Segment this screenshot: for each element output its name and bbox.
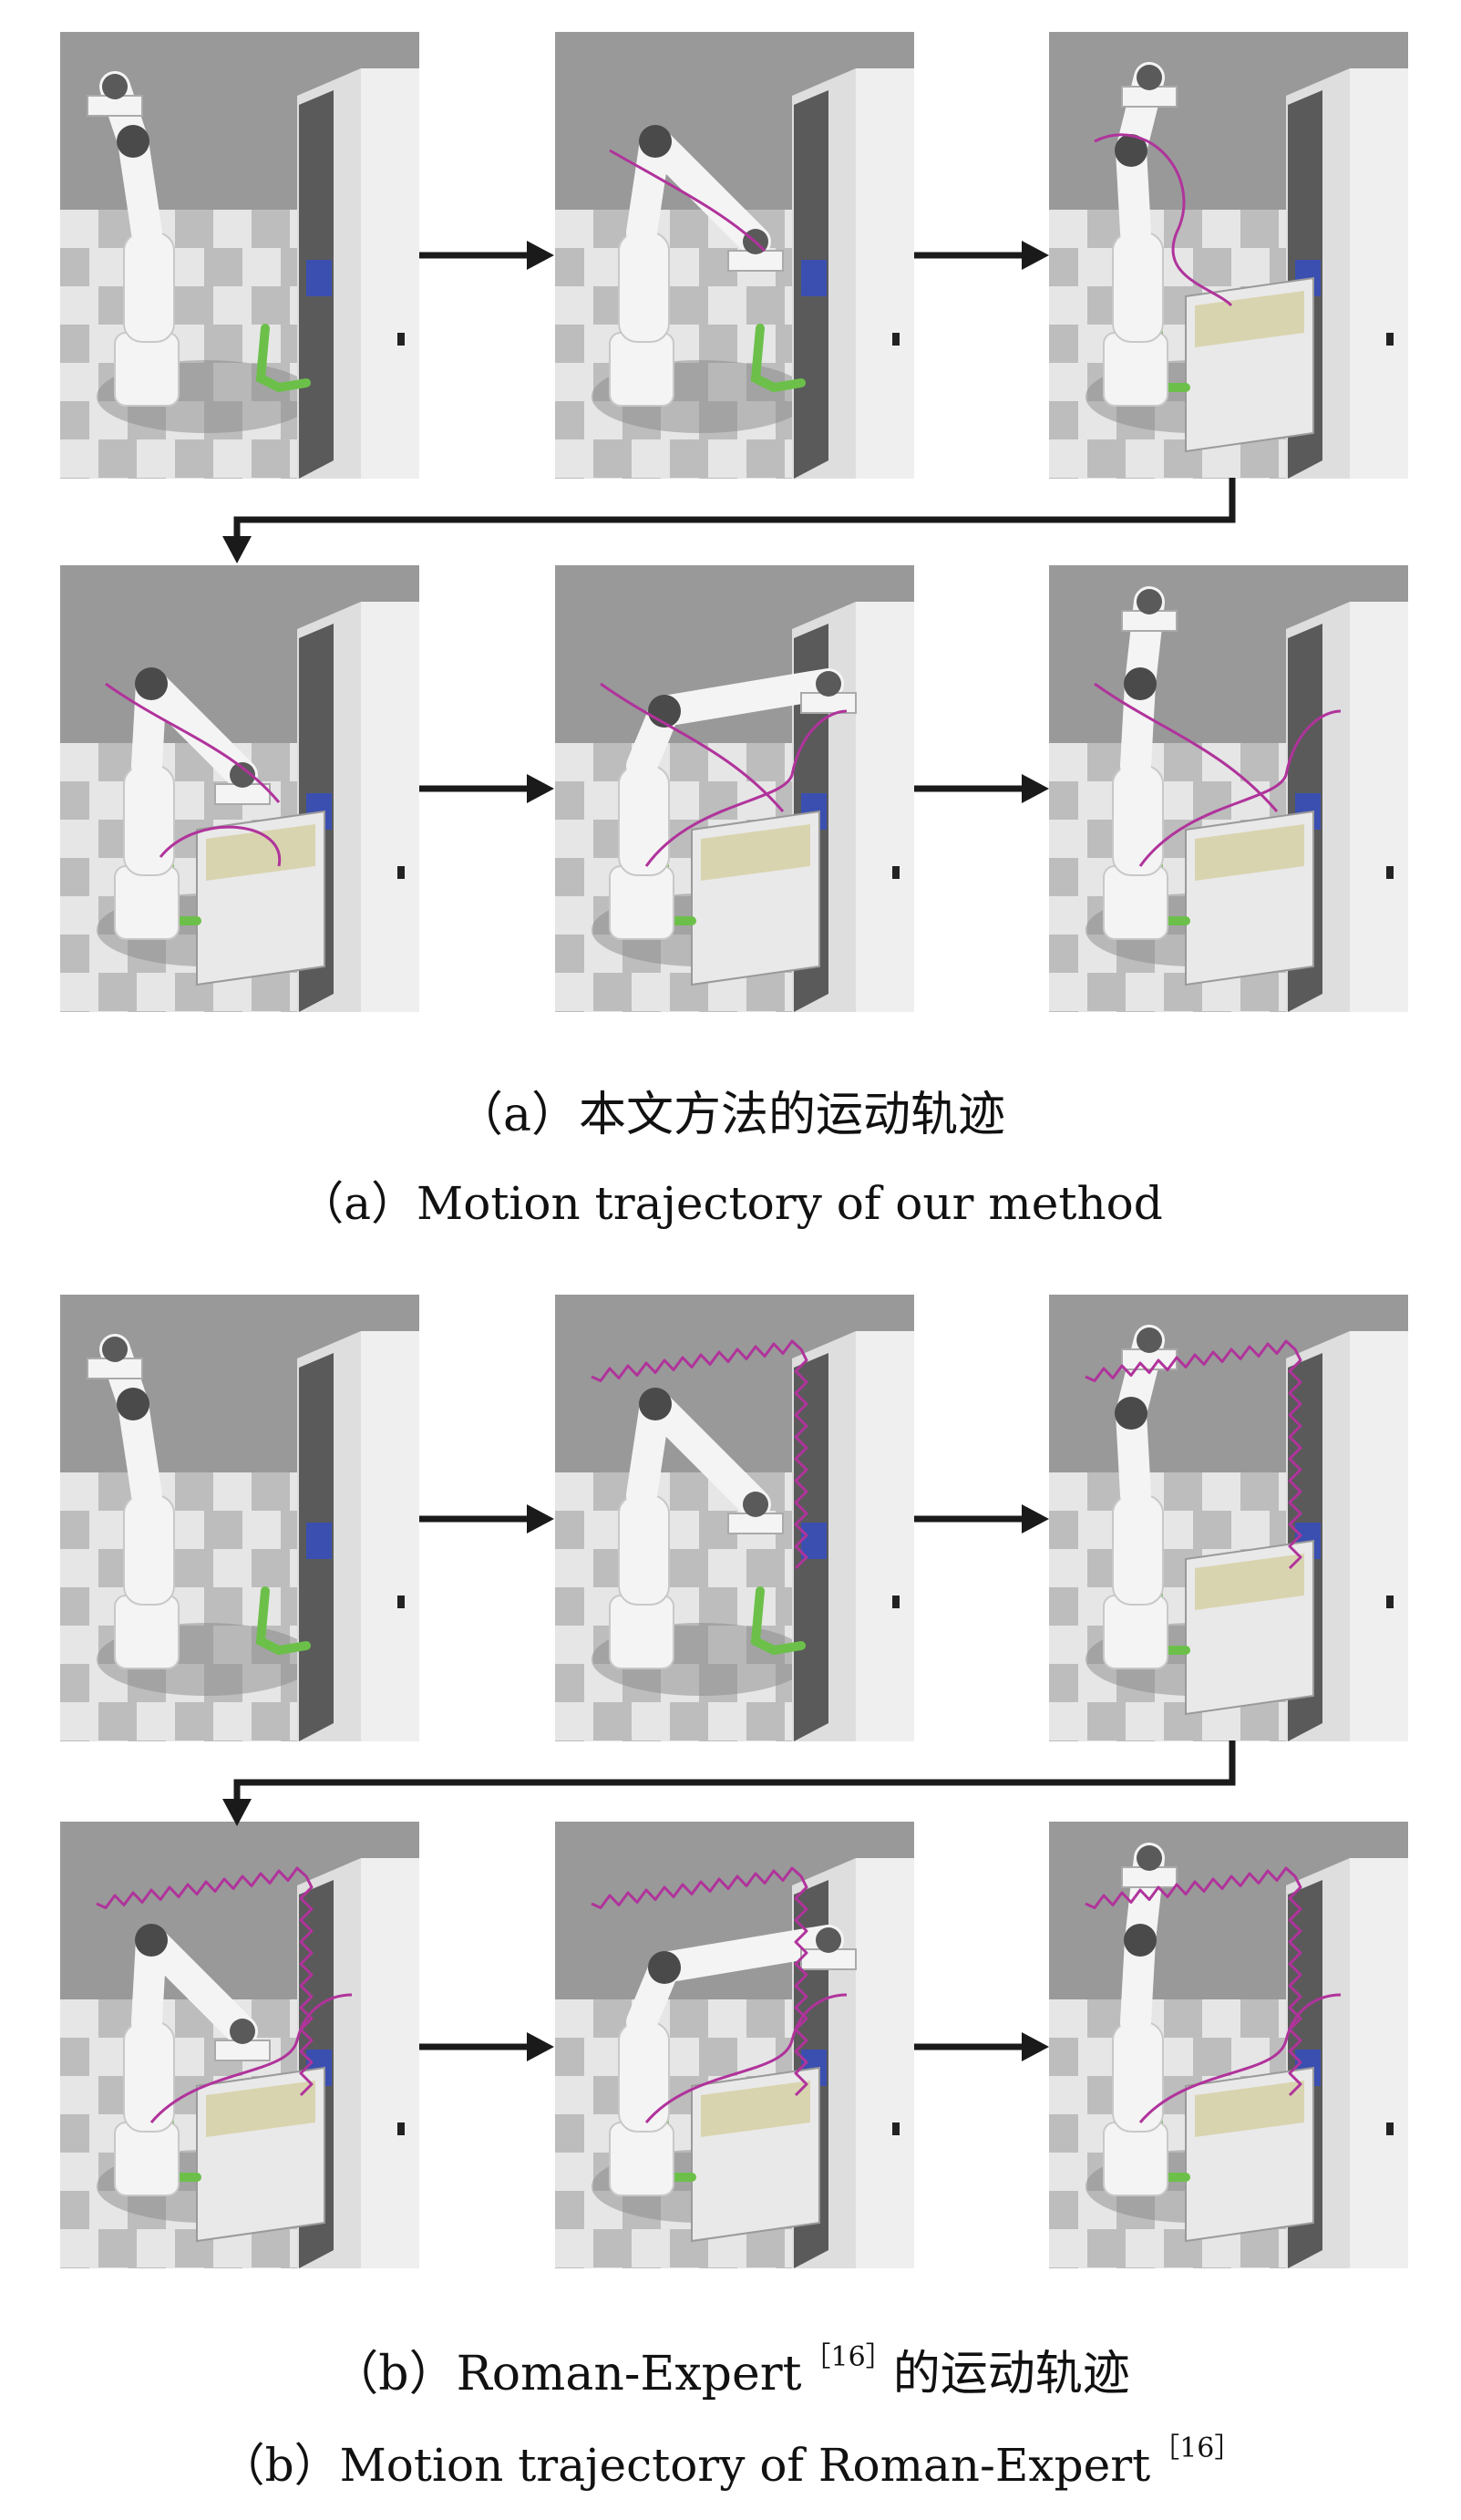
scene-b-5 — [555, 1822, 914, 2268]
arrow-down-return-icon — [222, 478, 1236, 563]
frame-a-2 — [555, 32, 914, 479]
scene-a-5 — [555, 565, 914, 1012]
scene-b-2 — [555, 1295, 914, 1741]
frame-a-5 — [555, 565, 914, 1012]
scene-b-4 — [60, 1822, 419, 2268]
arrow-right-icon — [419, 2032, 554, 2061]
scene-a-1 — [60, 32, 419, 479]
frame-b-4 — [60, 1822, 419, 2268]
scene-a-6 — [1049, 565, 1408, 1012]
frame-b-1 — [60, 1295, 419, 1741]
caption-b-en-prefix: （b）Motion trajectory of Roman-Expert — [219, 2439, 1151, 2492]
caption-b-cn-ref: ［16］ — [803, 2341, 893, 2373]
scene-b-3 — [1049, 1295, 1408, 1741]
frame-a-3 — [1049, 32, 1408, 479]
caption-b-cn-suffix: 的运动轨迹 — [892, 2347, 1130, 2401]
frame-b-2 — [555, 1295, 914, 1741]
arrow-right-icon — [419, 1504, 554, 1534]
arrow-down-return-icon — [222, 1740, 1236, 1826]
caption-a-cn: （a）本文方法的运动轨迹 — [0, 1076, 1461, 1144]
frame-b-6 — [1049, 1822, 1408, 2268]
arrow-right-icon — [419, 774, 554, 803]
scene-a-2 — [555, 32, 914, 479]
caption-a-en: （a）Motion trajectory of our method — [0, 1167, 1461, 1233]
caption-b-en-ref: ［16］ — [1152, 2432, 1242, 2464]
arrow-right-icon — [914, 774, 1049, 803]
caption-b-cn: （b）Roman-Expert［16］的运动轨迹 — [0, 2334, 1461, 2403]
scene-a-3 — [1049, 32, 1408, 479]
scene-b-1 — [60, 1295, 419, 1741]
caption-a-cn-text: （a）本文方法的运动轨迹 — [455, 1088, 1005, 1142]
arrow-right-icon — [419, 241, 554, 270]
arrow-right-icon — [914, 2032, 1049, 2061]
frame-a-6 — [1049, 565, 1408, 1012]
scene-a-4 — [60, 565, 419, 1012]
frame-a-1 — [60, 32, 419, 479]
caption-b-en: （b）Motion trajectory of Roman-Expert［16］ — [0, 2425, 1461, 2494]
arrow-right-icon — [914, 241, 1049, 270]
scene-b-6 — [1049, 1822, 1408, 2268]
arrow-right-icon — [914, 1504, 1049, 1534]
caption-a-en-text: （a）Motion trajectory of our method — [298, 1177, 1163, 1230]
frame-b-5 — [555, 1822, 914, 2268]
caption-b-cn-prefix: （b）Roman-Expert — [331, 2347, 802, 2401]
frame-b-3 — [1049, 1295, 1408, 1741]
frame-a-4 — [60, 565, 419, 1012]
